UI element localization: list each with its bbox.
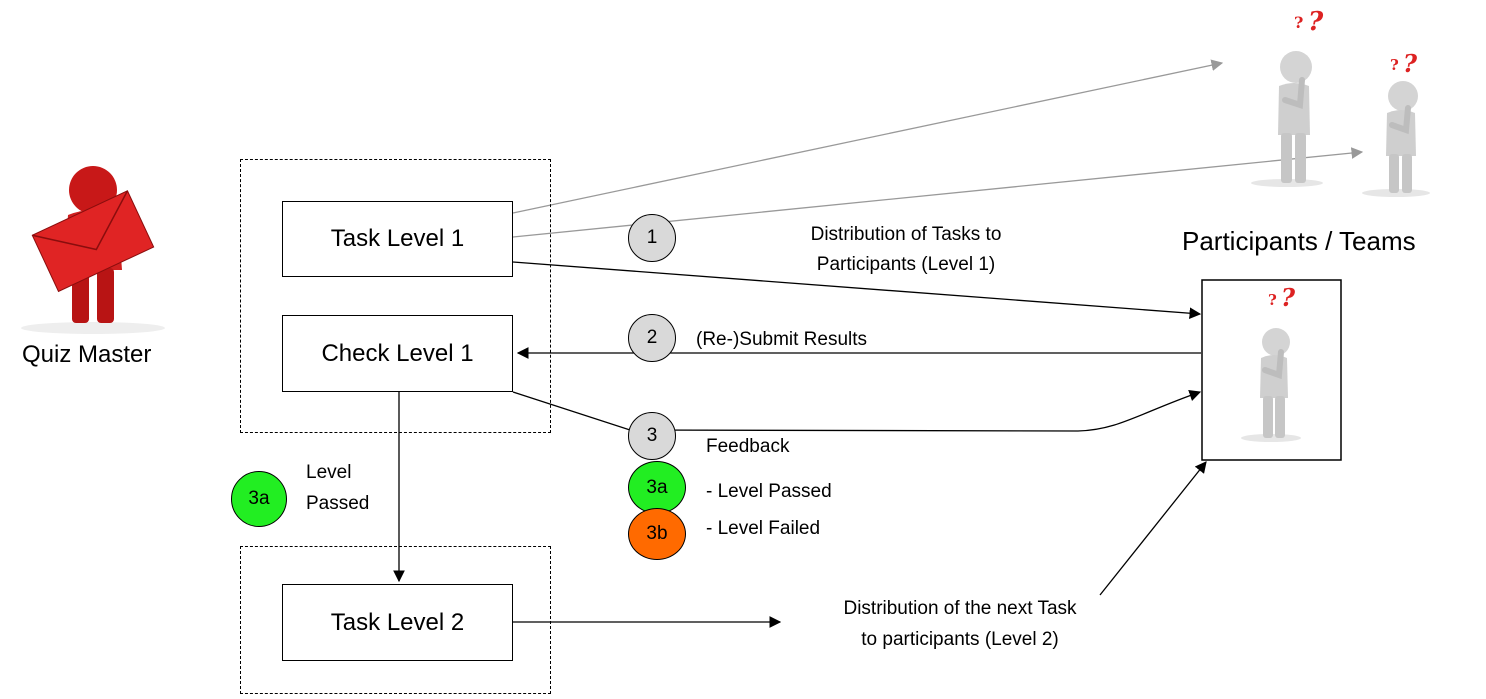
svg-text:?: ? <box>1294 13 1303 32</box>
step-2-circle: 2 <box>628 314 676 362</box>
level2-group <box>240 546 551 694</box>
left-3a-circle: 3a <box>231 471 287 527</box>
svg-text:?: ? <box>1390 56 1399 74</box>
check-level-1-box: Check Level 1 <box>282 315 513 392</box>
quiz-master-icon <box>21 166 165 334</box>
arrow-task1-to-participant <box>512 261 1202 320</box>
step-3-circle: 3 <box>628 412 676 460</box>
arrow-feedback <box>512 389 1202 432</box>
step-3a-circle: 3a <box>628 461 686 514</box>
svg-text:?: ? <box>1308 7 1324 37</box>
step-1-text: Distribution of Tasks to Participants (L… <box>810 224 1002 275</box>
step-3b-text: - Level Failed <box>706 518 821 539</box>
step-3-text: Feedback <box>706 436 790 457</box>
quiz-master-label: Quiz Master <box>22 341 152 368</box>
left-3a-text: Level Passed <box>306 462 370 514</box>
task-level-1-box: Task Level 1 <box>282 201 513 277</box>
svg-text:?: ? <box>1403 49 1418 78</box>
check-level-1-label: Check Level 1 <box>321 339 474 367</box>
next-distribution-text: Distribution of the next Task to partici… <box>843 598 1077 650</box>
arrow-next-to-participant <box>1099 461 1207 596</box>
step-2-text: (Re-)Submit Results <box>696 329 868 350</box>
step-3a-text: - Level Passed <box>706 481 832 502</box>
svg-text:?: ? <box>1281 283 1296 312</box>
task-level-2-box: Task Level 2 <box>282 584 513 661</box>
thinking-person-icon: ? ? <box>1362 49 1430 197</box>
thinking-person-icon: ? ? <box>1241 283 1301 442</box>
step-1-circle: 1 <box>628 214 676 262</box>
arrow-to-participant-a <box>512 59 1224 214</box>
svg-text:?: ? <box>1268 291 1277 309</box>
step-3b-circle: 3b <box>628 508 686 560</box>
level1-group <box>240 159 551 433</box>
thinking-person-icon: ? ? <box>1251 7 1324 187</box>
participant-box <box>1201 279 1342 461</box>
task-level-1-label: Task Level 1 <box>330 225 465 252</box>
participants-label: Participants / Teams <box>1182 226 1416 256</box>
task-level-2-label: Task Level 2 <box>330 608 465 636</box>
